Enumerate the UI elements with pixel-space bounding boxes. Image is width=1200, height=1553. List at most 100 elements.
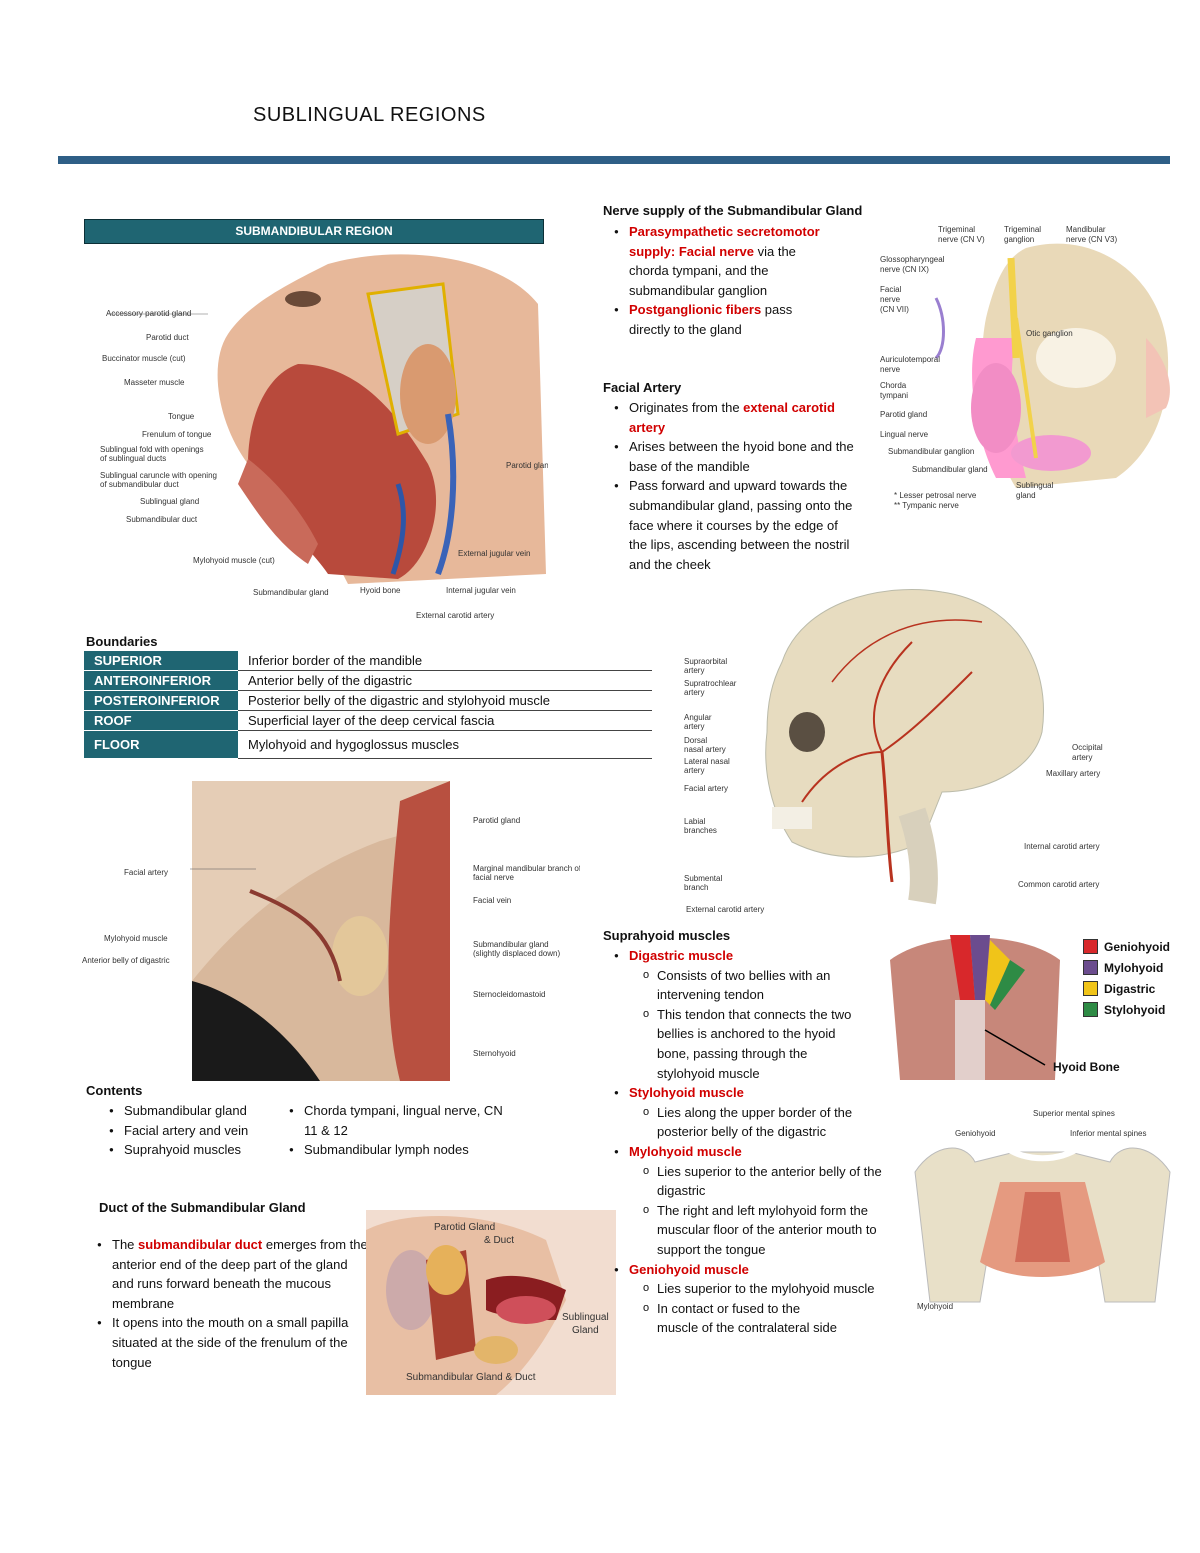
nerve-fig-label: Sublingual	[1016, 481, 1054, 490]
list-item: This tendon that connects the two bellie…	[643, 1005, 863, 1083]
hyoid-bone-label: Hyoid Bone	[1053, 1060, 1120, 1074]
nerve-fig-label: nerve	[880, 365, 901, 374]
list-item: Consists of two bellies with an interven…	[643, 966, 863, 1005]
duct-fig-label: Sublingual	[562, 1312, 609, 1323]
list-item: It opens into the mouth on a small papil…	[96, 1313, 368, 1372]
artery-fig-label: artery	[1072, 753, 1092, 762]
fig1-label: External jugular vein	[458, 549, 530, 558]
legend-label: Digastric	[1104, 981, 1156, 996]
nerve-fig-label: Chorda	[880, 381, 907, 390]
fig2-label: Sternocleidomastoid	[473, 990, 545, 999]
fig1-label: of sublingual ducts	[100, 454, 166, 463]
boundary-value: Anterior belly of the digastric	[238, 670, 652, 691]
duct-fig-label: Submandibular Gland & Duct	[406, 1372, 536, 1383]
boundary-key: FLOOR	[84, 730, 238, 759]
legend-label: Mylohyoid	[1104, 960, 1164, 975]
fig2-label: (slightly displaced down)	[473, 949, 560, 958]
fig2-label: Parotid gland	[473, 816, 520, 825]
boundary-value: Superficial layer of the deep cervical f…	[238, 710, 652, 731]
page-title: SUBLINGUAL REGIONS	[253, 104, 486, 126]
duct-figure: Parotid Gland & Duct Sublingual Gland Su…	[366, 1210, 616, 1395]
artery-fig-label: Common carotid artery	[1018, 880, 1099, 889]
boundaries-heading: Boundaries	[86, 634, 158, 649]
legend-item: Digastric	[1083, 978, 1170, 999]
nerve-fig-label: Facial	[880, 285, 902, 294]
mandible-fig-label: Geniohyoid	[955, 1129, 995, 1138]
list-item: Stylohyoid muscle Lies along the upper b…	[613, 1083, 913, 1142]
artery-fig-label: artery	[684, 666, 704, 675]
nerve-list: Parasympathetic secretomotor supply: Fac…	[613, 222, 828, 340]
list-item: Lies superior to the mylohyoid muscle	[643, 1279, 903, 1299]
fig2-label: Facial artery	[124, 868, 168, 877]
mandible-fig-label: Superior mental spines	[1033, 1109, 1115, 1118]
fig2-label: Facial vein	[473, 896, 511, 905]
highlight-term: extenal carotid artery	[629, 400, 835, 435]
duct-fig-label: Parotid Gland	[434, 1222, 495, 1233]
fig1-label: Tongue	[168, 412, 195, 421]
boundary-key: POSTEROINFERIOR	[84, 690, 238, 711]
fig1-label: Parotid gland	[506, 461, 548, 470]
legend-label: Geniohyoid	[1104, 939, 1170, 954]
nerve-fig-label: nerve (CN IX)	[880, 265, 929, 274]
fig1-label: External carotid artery	[416, 611, 494, 620]
list-item: Submandibular lymph nodes	[288, 1140, 508, 1160]
list-item: Submandibular gland	[108, 1101, 278, 1121]
muscle-points: Lies superior to the anterior belly of t…	[643, 1162, 883, 1260]
muscle-name: Geniohyoid muscle	[629, 1261, 749, 1277]
artery-fig-label: artery	[684, 766, 704, 775]
nerve-fig-label: ganglion	[1004, 235, 1034, 244]
mandible-figure: Superior mental spines Geniohyoid Inferi…	[905, 1102, 1180, 1327]
nerve-fig-label: Otic ganglion	[1026, 329, 1073, 338]
duct-fig-label: & Duct	[484, 1235, 514, 1246]
suprahyoid-figure	[890, 930, 1065, 1080]
facial-artery-skull-figure: Supraorbital artery Supratrochlear arter…	[682, 582, 1112, 917]
boundary-key: ROOF	[84, 710, 238, 731]
fig1-label: Frenulum of tongue	[142, 430, 212, 439]
muscle-name: Digastric muscle	[629, 948, 734, 963]
legend-item: Stylohyoid	[1083, 999, 1170, 1020]
fig2-label: Marginal mandibular branch of	[473, 864, 580, 873]
list-item: Parasympathetic secretomotor supply: Fac…	[613, 222, 828, 300]
legend-item: Geniohyoid	[1083, 936, 1170, 957]
boundary-key: ANTEROINFERIOR	[84, 670, 238, 691]
artery-fig-label: Angular	[684, 713, 712, 722]
artery-fig-label: Internal carotid artery	[1024, 842, 1100, 851]
artery-fig-label: Labial	[684, 817, 706, 826]
artery-fig-label: branches	[684, 826, 717, 835]
fig1-label: Submandibular duct	[126, 515, 198, 524]
artery-fig-label: Lateral nasal	[684, 757, 730, 766]
nerve-fig-label: Submandibular gland	[912, 465, 988, 474]
fig1-label: Buccinator muscle (cut)	[102, 354, 186, 363]
artery-fig-label: artery	[684, 688, 704, 697]
legend-swatch	[1083, 1002, 1098, 1017]
list-item: Arises between the hyoid bone and the ba…	[613, 437, 858, 476]
section-header: SUBMANDIBULAR REGION	[84, 219, 544, 244]
cadaver-dissection-figure: Parotid gland Marginal mandibular branch…	[80, 781, 580, 1081]
artery-fig-label: Maxillary artery	[1046, 769, 1100, 778]
artery-fig-label: branch	[684, 883, 708, 892]
duct-heading: Duct of the Submandibular Gland	[99, 1200, 306, 1215]
fig2-label: Anterior belly of digastric	[82, 956, 170, 965]
fig2-label: Mylohyoid muscle	[104, 934, 168, 943]
artery-fig-label: nasal artery	[684, 745, 726, 754]
legend-item: Mylohyoid	[1083, 957, 1170, 978]
facial-artery-list: Originates from the extenal carotid arte…	[613, 398, 858, 574]
nerve-fig-label: gland	[1016, 491, 1036, 500]
fig1-label: Sublingual caruncle with opening	[100, 471, 217, 480]
fig1-label: Submandibular gland	[253, 588, 329, 597]
fig1-label: Hyoid bone	[360, 586, 401, 595]
artery-fig-label: External carotid artery	[686, 905, 764, 914]
nerve-fig-label: Lingual nerve	[880, 430, 929, 439]
nerve-supply-figure: Trigeminal nerve (CN V) Trigeminal gangl…	[876, 218, 1178, 520]
list-item: Lies along the upper border of the poste…	[643, 1103, 883, 1142]
list-item: Pass forward and upward towards the subm…	[613, 476, 858, 574]
list-item: Digastric muscle Consists of two bellies…	[613, 946, 913, 1083]
fig1-label: Internal jugular vein	[446, 586, 516, 595]
nerve-fig-label: nerve (CN V3)	[1066, 235, 1117, 244]
nerve-fig-label: Submandibular ganglion	[888, 447, 974, 456]
nerve-fig-label: nerve	[880, 295, 901, 304]
mandible-fig-label: Inferior mental spines	[1070, 1129, 1146, 1138]
